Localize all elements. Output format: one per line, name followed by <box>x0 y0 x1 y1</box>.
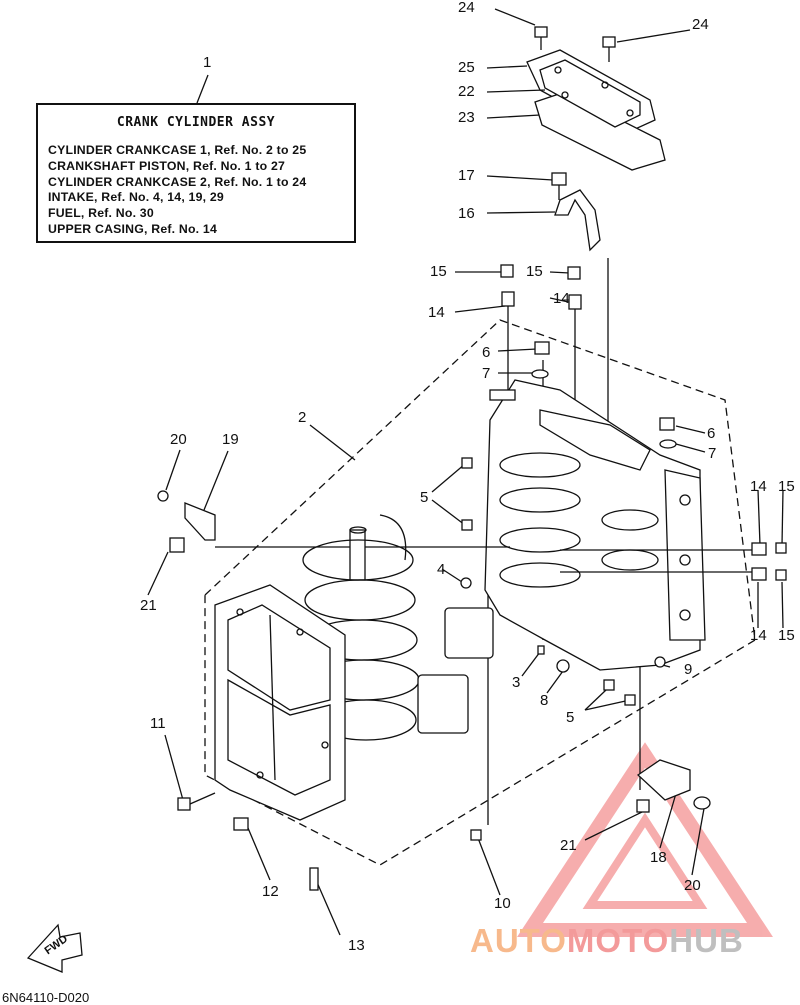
callout-20: 20 <box>170 431 187 448</box>
callout-4: 4 <box>437 561 446 578</box>
group-outline-block <box>204 319 756 866</box>
assembly-title: CRANK CYLINDER ASSY <box>116 115 276 130</box>
callout-15: 15 <box>526 263 543 280</box>
callout-21: 21 <box>560 837 577 854</box>
bolt-11 <box>177 792 216 811</box>
reference-list: CYLINDER CRANKCASE 1, Ref. No. 2 to 25 C… <box>48 143 306 238</box>
callout-6: 6 <box>707 425 716 442</box>
reference-line: UPPER CASING, Ref. No. 14 <box>48 221 217 236</box>
assembly-info-box: CRANK CYLINDER ASSY CYLINDER CRANKCASE 1… <box>36 103 356 243</box>
watermark-text: AUTOMOTOHUB <box>470 922 744 960</box>
callout-6: 6 <box>482 344 491 361</box>
callout-5: 5 <box>566 709 575 726</box>
bolt-24-left <box>534 26 548 50</box>
watermark-logo <box>517 742 773 937</box>
watermark-part-3: HUB <box>669 922 744 959</box>
exhaust-cover <box>526 49 666 171</box>
callout-12: 12 <box>262 883 279 900</box>
callout-14: 14 <box>750 627 767 644</box>
crankcase <box>214 584 346 821</box>
callout-19: 19 <box>222 431 239 448</box>
diagram-code: 6N64110-D020 <box>2 990 90 1005</box>
thermostat-cover <box>636 759 691 801</box>
callout-5: 5 <box>420 489 429 506</box>
callout-20: 20 <box>684 877 701 894</box>
reference-line: CRANKSHAFT PISTON, Ref. No. 1 to 27 <box>48 158 286 173</box>
callout-9: 9 <box>684 661 693 678</box>
reference-line: INTAKE, Ref. No. 4, 14, 19, 29 <box>48 190 224 205</box>
callout-15: 15 <box>778 478 795 495</box>
callout-24: 24 <box>458 0 475 16</box>
callout-15: 15 <box>430 263 447 280</box>
callout-2: 2 <box>298 409 307 426</box>
reference-line: CYLINDER CRANKCASE 2, Ref. No. 1 to 24 <box>48 174 307 189</box>
callout-21: 21 <box>140 597 157 614</box>
callout-1: 1 <box>203 54 212 71</box>
callout-14: 14 <box>750 478 767 495</box>
callout-11: 11 <box>150 715 166 732</box>
bolt-24-right <box>602 36 616 62</box>
callout-14: 14 <box>428 304 445 321</box>
hose-clamp <box>551 172 601 252</box>
callout-3: 3 <box>512 674 521 691</box>
callout-7: 7 <box>482 365 491 382</box>
callout-24: 24 <box>692 16 709 33</box>
callout-25: 25 <box>458 59 475 76</box>
callout-15: 15 <box>778 627 795 644</box>
gasket-19 <box>184 502 216 541</box>
crankshaft <box>302 514 494 741</box>
cylinder-block <box>215 379 760 671</box>
callout-7: 7 <box>708 445 717 462</box>
callout-13: 13 <box>348 937 365 954</box>
callout-18: 18 <box>650 849 667 866</box>
callout-8: 8 <box>540 692 549 709</box>
bolt-12 <box>233 817 249 831</box>
callout-22: 22 <box>458 83 475 100</box>
watermark-part-1: AUTO <box>470 922 567 959</box>
watermark-part-2: MOTO <box>566 922 670 959</box>
reference-line: FUEL, Ref. No. 30 <box>48 206 154 221</box>
callout-17: 17 <box>458 167 475 184</box>
reference-line: CYLINDER CRANKCASE 1, Ref. No. 2 to 25 <box>48 143 307 157</box>
callout-10: 10 <box>494 895 511 912</box>
fwd-arrow-icon <box>26 923 83 973</box>
callout-14: 14 <box>553 290 570 307</box>
callout-23: 23 <box>458 109 475 126</box>
stud-13 <box>309 867 319 891</box>
callout-16: 16 <box>458 205 475 222</box>
